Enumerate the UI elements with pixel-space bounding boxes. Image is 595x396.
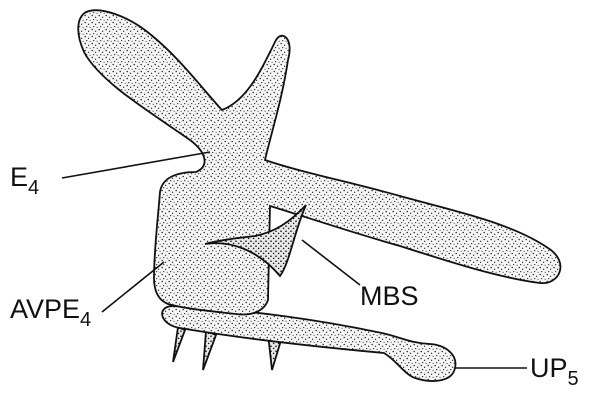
label-e4: E4 [10, 162, 39, 199]
label-up5: UP5 [530, 353, 579, 390]
leader-mbs [302, 240, 360, 285]
spine-2 [203, 331, 216, 370]
label-mbs: MBS [360, 281, 419, 311]
basal-segment [162, 306, 455, 381]
label-avpe4: AVPE4 [10, 294, 91, 331]
spine-1 [173, 327, 185, 362]
